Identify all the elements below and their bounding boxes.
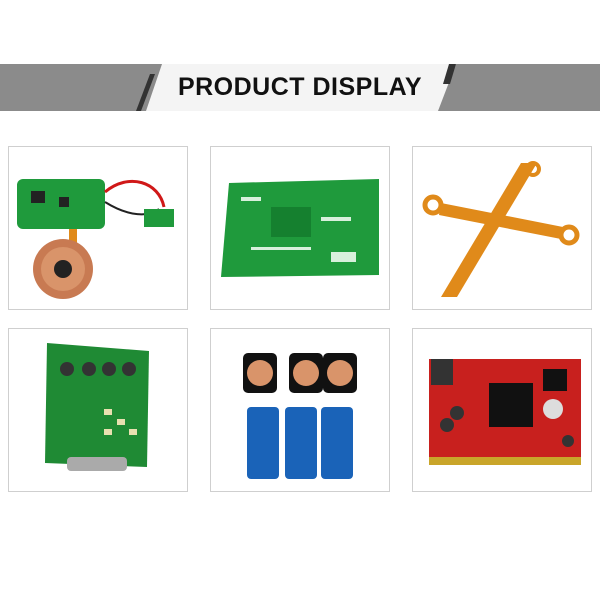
- page-title: PRODUCT DISPLAY: [177, 73, 423, 101]
- product-image-blue-pcb-with-coils[interactable]: [210, 328, 390, 492]
- flexible-pcb-image: [422, 161, 580, 297]
- product-image-red-core-module-pcb[interactable]: [412, 328, 592, 492]
- green-pcb-assembly-image: [45, 343, 149, 471]
- red-core-module-pcb-image: [429, 359, 581, 465]
- blue-pcb-with-coils-image: [243, 353, 357, 479]
- banner-background: [0, 64, 600, 111]
- product-image-flexible-pcb[interactable]: [412, 146, 592, 310]
- section-banner: [0, 64, 600, 111]
- product-image-green-multilayer-pcb[interactable]: [210, 146, 390, 310]
- wireless-charger-pcb-image: [17, 179, 174, 299]
- green-multilayer-pcb-image: [221, 179, 379, 277]
- product-image-wireless-charger-pcb[interactable]: [8, 146, 188, 310]
- product-image-green-pcb-assembly[interactable]: [8, 328, 188, 492]
